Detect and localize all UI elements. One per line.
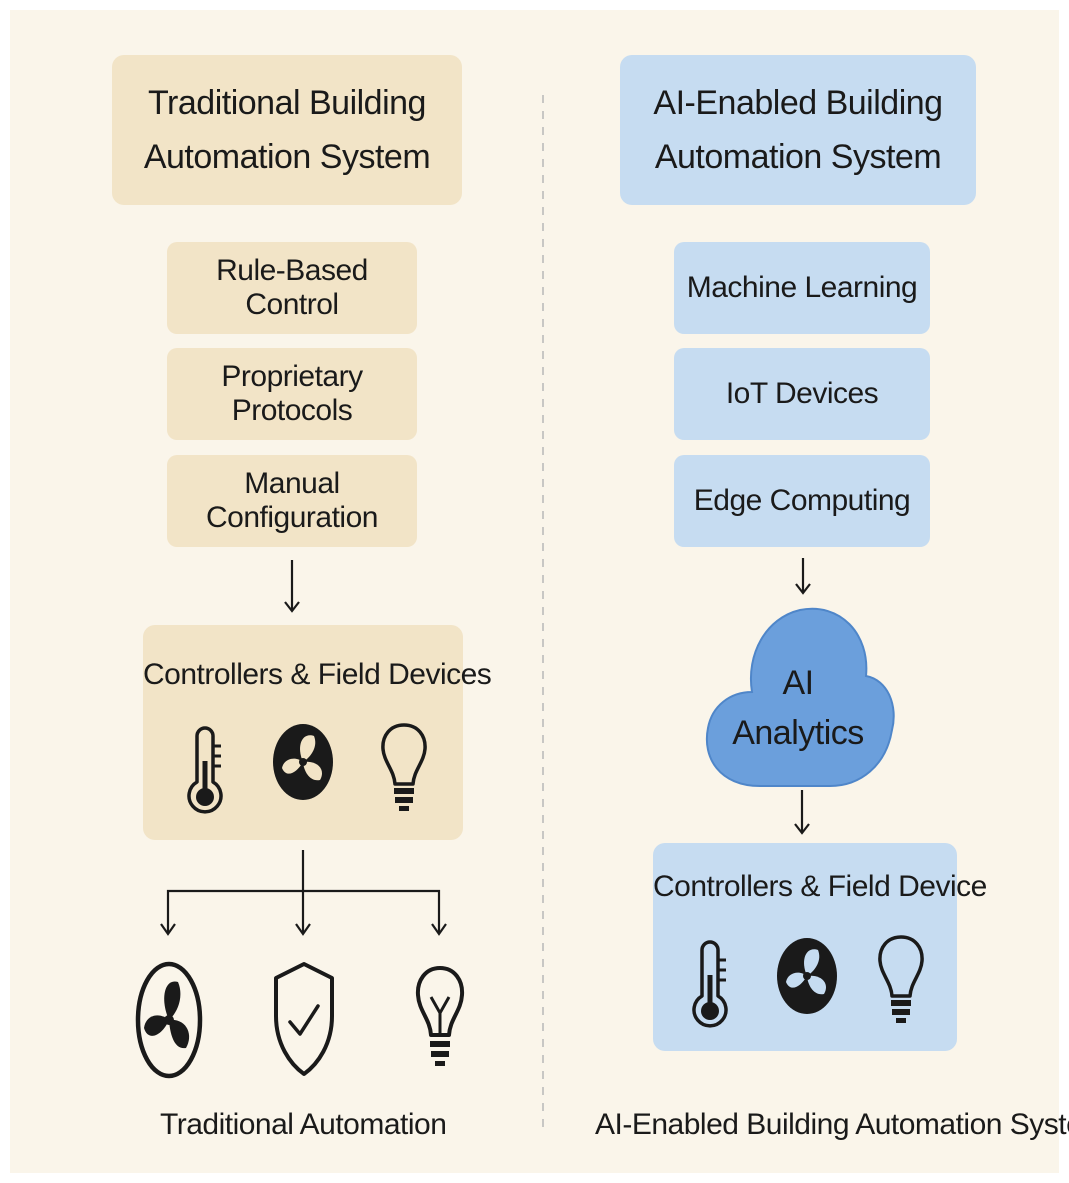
left-item-label: Proprietary Protocols — [221, 360, 363, 427]
left-item-rule-based-control: Rule-Based Control — [167, 242, 417, 334]
left-item-label: Rule-Based Control — [216, 254, 368, 321]
arrow-down-icon — [794, 790, 810, 835]
right-item-label: IoT Devices — [725, 377, 879, 410]
cloud-icon — [705, 607, 895, 787]
right-devices-title: Controllers & Field Device — [653, 870, 987, 903]
arrow-down-icon — [284, 560, 300, 613]
left-item-manual-configuration: Manual Configuration — [167, 455, 417, 547]
right-item-label: Edge Computing — [693, 484, 911, 517]
right-title-box: AI-Enabled Building Automation System — [620, 55, 976, 205]
left-item-label: Manual Configuration — [206, 467, 378, 534]
cloud-label: AI Analytics — [700, 658, 896, 758]
cloud-label-line1: AI — [782, 664, 814, 702]
lightbulb-icon — [415, 966, 465, 1066]
fan-icon — [135, 961, 203, 1079]
left-item-proprietary-protocols: Proprietary Protocols — [167, 348, 417, 440]
shield-check-icon — [274, 962, 334, 1076]
center-divider — [542, 95, 544, 1130]
right-item-edge-computing: Edge Computing — [674, 455, 930, 547]
left-footer-label: Traditional Automation — [160, 1108, 447, 1141]
arrow-down-icon — [795, 558, 811, 595]
left-title-box: Traditional Building Automation System — [112, 55, 462, 205]
right-item-iot-devices: IoT Devices — [674, 348, 930, 440]
left-title-line2: Automation System — [143, 138, 431, 176]
branch-connector — [160, 850, 447, 936]
right-title-line1: AI-Enabled Building — [653, 84, 943, 122]
fan-icon — [273, 724, 333, 800]
fan-icon — [777, 938, 837, 1014]
left-devices-title: Controllers & Field Devices — [143, 658, 492, 691]
right-footer-label: AI-Enabled Building Automation System — [595, 1108, 1069, 1141]
lightbulb-icon — [878, 935, 924, 1023]
right-item-machine-learning: Machine Learning — [674, 242, 930, 334]
thermometer-icon — [692, 940, 728, 1028]
right-item-label: Machine Learning — [686, 271, 918, 304]
left-title-line1: Traditional Building — [148, 84, 426, 122]
diagram-canvas: Traditional Building Automation System R… — [10, 10, 1069, 1173]
lightbulb-icon — [381, 723, 427, 811]
thermometer-icon — [187, 726, 223, 814]
right-title-line2: Automation System — [654, 138, 942, 176]
cloud-label-line2: Analytics — [732, 714, 864, 752]
